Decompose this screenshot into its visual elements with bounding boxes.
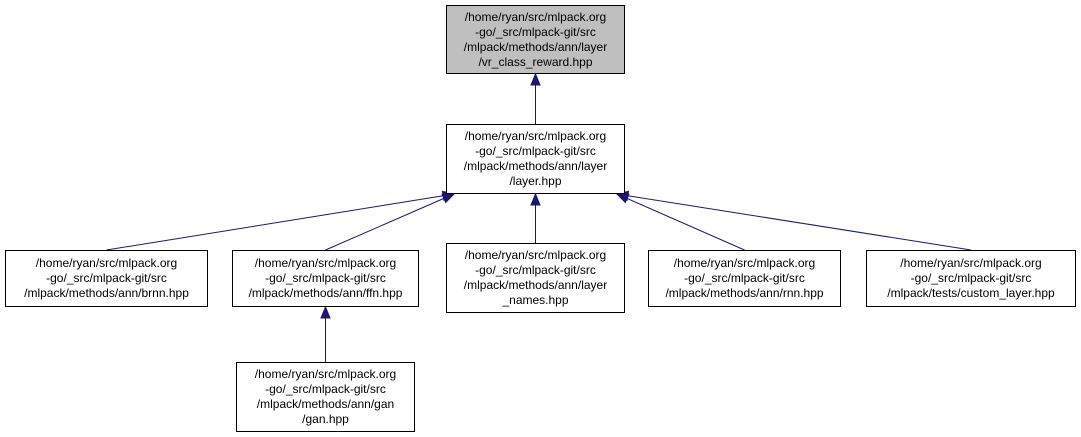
edge-brnn-to-layer bbox=[106, 195, 444, 251]
node-label-line: -go/_src/mlpack-git/src bbox=[46, 271, 167, 285]
node-label-line: /gan.hpp bbox=[302, 412, 349, 426]
arrowhead-ffn-to-layer bbox=[441, 193, 456, 204]
node-label-line: /home/ryan/src/mlpack.org bbox=[464, 9, 607, 24]
edge-rnn-to-layer bbox=[626, 197, 745, 251]
edge-ffn-to-layer bbox=[325, 197, 445, 251]
node-label-line: -go/_src/mlpack-git/src bbox=[684, 271, 805, 285]
node-label-line: /mlpack/methods/ann/layer bbox=[463, 278, 608, 292]
node-label-line: -go/_src/mlpack-git/src bbox=[265, 382, 386, 396]
node-label-line: _names.hpp bbox=[502, 293, 569, 307]
arrowhead-layer_names-to-layer bbox=[530, 192, 541, 206]
node-label-line: /mlpack/methods/ann/gan bbox=[256, 397, 395, 411]
node-label-line: -go/_src/mlpack-git/src bbox=[475, 144, 596, 158]
node-label-line: /mlpack/methods/ann/brnn.hpp bbox=[24, 286, 189, 300]
node-label-line: /home/ryan/src/mlpack.org bbox=[35, 256, 178, 270]
node-label-line: /home/ryan/src/mlpack.org bbox=[673, 256, 816, 270]
node-label-line: /vr_class_reward.hpp bbox=[478, 54, 593, 69]
node-label-line: /home/ryan/src/mlpack.org bbox=[900, 256, 1042, 270]
node-label-line: -go/_src/mlpack-git/src bbox=[910, 271, 1032, 285]
node-label-line: /mlpack/methods/ann/ffn.hpp bbox=[248, 286, 403, 300]
edge-custom_layer-to-layer bbox=[627, 195, 972, 251]
node-label-line: -go/_src/mlpack-git/src bbox=[265, 271, 386, 285]
arrowhead-gan-to-ffn bbox=[320, 305, 331, 319]
node-vr-class-reward-hpp: /home/ryan/src/mlpack.org-go/_src/mlpack… bbox=[446, 5, 625, 74]
node-label-line: -go/_src/mlpack-git/src bbox=[475, 24, 596, 39]
node-layer-hpp[interactable]: /home/ryan/src/mlpack.org-go/_src/mlpack… bbox=[446, 124, 625, 194]
node-label-line: -go/_src/mlpack-git/src bbox=[475, 263, 596, 277]
node-ffn-hpp[interactable]: /home/ryan/src/mlpack.org-go/_src/mlpack… bbox=[232, 250, 419, 307]
node-rnn-hpp[interactable]: /home/ryan/src/mlpack.org-go/_src/mlpack… bbox=[648, 250, 841, 307]
node-layer-names-hpp[interactable]: /home/ryan/src/mlpack.org-go/_src/mlpack… bbox=[446, 243, 625, 313]
node-label-line: /home/ryan/src/mlpack.org bbox=[254, 256, 397, 270]
node-label-line: /mlpack/methods/ann/layer bbox=[463, 39, 608, 54]
node-label-line: /mlpack/methods/ann/rnn.hpp bbox=[665, 286, 824, 300]
node-label-line: /mlpack/methods/ann/layer bbox=[463, 159, 608, 173]
arrowhead-layer-to-vr_class_reward bbox=[530, 72, 541, 86]
node-custom-layer-hpp[interactable]: /home/ryan/src/mlpack.org-go/_src/mlpack… bbox=[866, 250, 1076, 307]
node-label-line: /home/ryan/src/mlpack.org bbox=[464, 129, 607, 143]
node-label-line: /home/ryan/src/mlpack.org bbox=[464, 248, 607, 262]
node-label-line: /layer.hpp bbox=[509, 174, 562, 188]
node-label-line: /home/ryan/src/mlpack.org bbox=[254, 367, 397, 381]
node-label-line: /mlpack/tests/custom_layer.hpp bbox=[887, 286, 1055, 300]
node-gan-hpp[interactable]: /home/ryan/src/mlpack.org-go/_src/mlpack… bbox=[236, 362, 415, 432]
node-brnn-hpp[interactable]: /home/ryan/src/mlpack.org-go/_src/mlpack… bbox=[5, 250, 208, 307]
